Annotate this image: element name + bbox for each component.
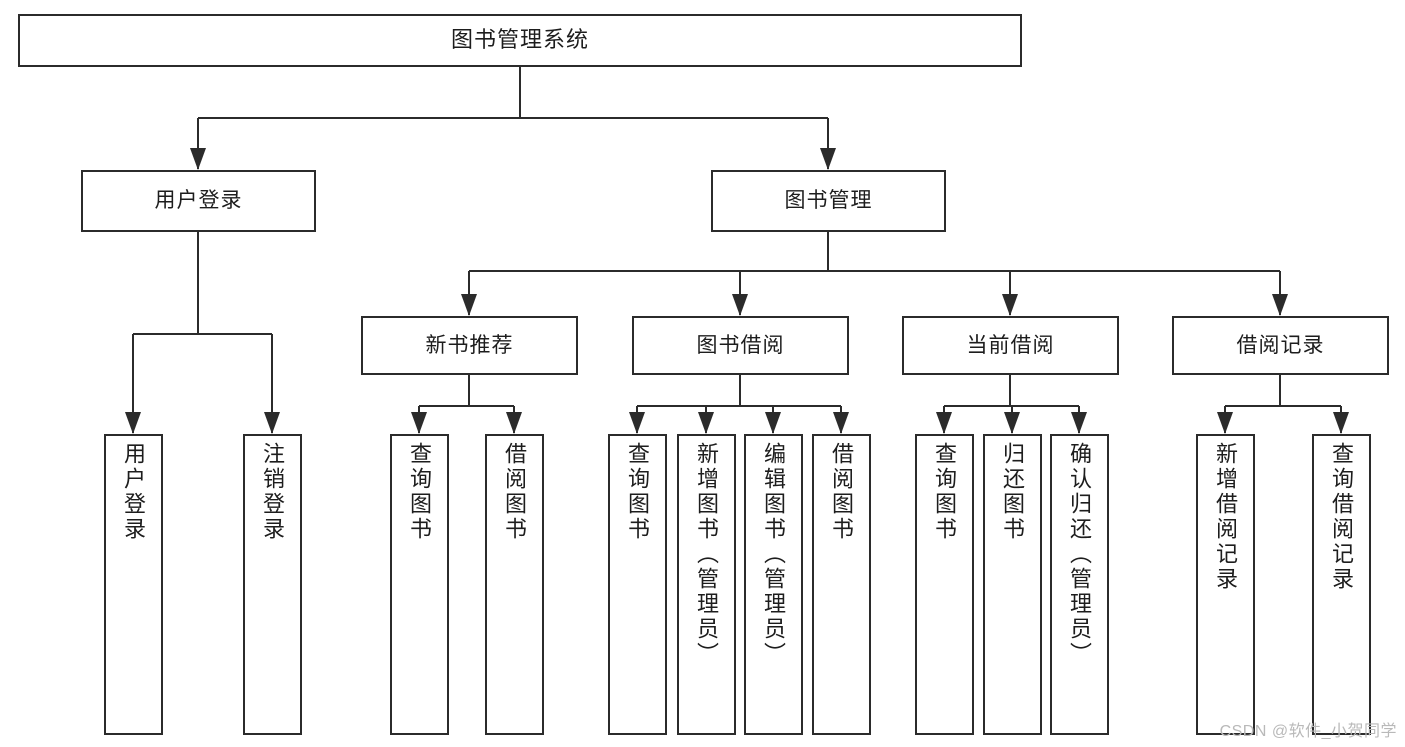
node-leaf-add-record[interactable]: 新增借阅记录 <box>1196 434 1255 735</box>
node-leaf-borrow-book-rec[interactable]: 借阅图书 <box>485 434 544 735</box>
conn-root-arrow-0 <box>190 148 206 170</box>
node-borrow-record[interactable]: 借阅记录 <box>1172 316 1389 375</box>
node-label: 查询图书 <box>625 442 651 542</box>
node-new-book-recommend[interactable]: 新书推荐 <box>361 316 578 375</box>
node-label: 借阅图书 <box>502 442 528 542</box>
node-leaf-query-book-borrow[interactable]: 查询图书 <box>608 434 667 735</box>
conn-book-borrow-arrow-3 <box>833 412 849 434</box>
node-label: 新增图书（管理员） <box>694 442 720 667</box>
conn-book-borrow-arrow-2 <box>765 412 781 434</box>
node-label: 借阅图书 <box>829 442 855 542</box>
node-book-borrow[interactable]: 图书借阅 <box>632 316 849 375</box>
node-label: 查询借阅记录 <box>1329 442 1355 592</box>
conn-current-borrow-arrow-2 <box>1071 412 1087 434</box>
node-root[interactable]: 图书管理系统 <box>18 14 1022 67</box>
node-label: 图书管理 <box>784 189 873 213</box>
node-leaf-user-login[interactable]: 用户登录 <box>104 434 163 735</box>
conn-user-login-arrow-1 <box>264 412 280 434</box>
node-label: 用户登录 <box>154 189 243 213</box>
conn-current-borrow-arrow-0 <box>936 412 952 434</box>
conn-book-management-arrow-3 <box>1272 294 1288 316</box>
conn-user-login-arrow-0 <box>125 412 141 434</box>
node-book-management[interactable]: 图书管理 <box>711 170 946 232</box>
node-label: 图书管理系统 <box>450 27 589 53</box>
conn-book-management-arrow-2 <box>1002 294 1018 316</box>
conn-new-book-recommend-arrow-1 <box>506 412 522 434</box>
node-label: 查询图书 <box>932 442 958 542</box>
node-leaf-query-book-rec[interactable]: 查询图书 <box>390 434 449 735</box>
conn-book-borrow-arrow-1 <box>698 412 714 434</box>
node-leaf-confirm-return[interactable]: 确认归还（管理员） <box>1050 434 1109 735</box>
node-label: 用户登录 <box>121 442 147 542</box>
conn-book-management-arrow-0 <box>461 294 477 316</box>
node-leaf-edit-book[interactable]: 编辑图书（管理员） <box>744 434 803 735</box>
node-label: 借阅记录 <box>1236 333 1325 357</box>
node-label: 新增借阅记录 <box>1213 442 1239 592</box>
node-leaf-borrow-book[interactable]: 借阅图书 <box>812 434 871 735</box>
node-user-login[interactable]: 用户登录 <box>81 170 316 232</box>
node-label: 当前借阅 <box>966 333 1055 357</box>
node-leaf-add-book[interactable]: 新增图书（管理员） <box>677 434 736 735</box>
node-leaf-query-record[interactable]: 查询借阅记录 <box>1312 434 1371 735</box>
node-label: 注销登录 <box>260 442 286 542</box>
node-label: 编辑图书（管理员） <box>761 442 787 667</box>
node-label: 图书借阅 <box>696 333 785 357</box>
node-leaf-query-book-current[interactable]: 查询图书 <box>915 434 974 735</box>
node-label: 新书推荐 <box>425 333 514 357</box>
node-label: 归还图书 <box>1000 442 1026 542</box>
node-leaf-logout[interactable]: 注销登录 <box>243 434 302 735</box>
watermark-label: CSDN @软件_小贺同学 <box>1219 723 1397 740</box>
conn-book-management-arrow-1 <box>732 294 748 316</box>
node-leaf-return-book[interactable]: 归还图书 <box>983 434 1042 735</box>
conn-borrow-record-arrow-1 <box>1333 412 1349 434</box>
node-label: 查询图书 <box>407 442 433 542</box>
conn-book-borrow-arrow-0 <box>629 412 645 434</box>
conn-new-book-recommend-arrow-0 <box>411 412 427 434</box>
node-label: 确认归还（管理员） <box>1067 442 1093 667</box>
conn-root-arrow-1 <box>820 148 836 170</box>
conn-borrow-record-arrow-0 <box>1217 412 1233 434</box>
conn-current-borrow-arrow-1 <box>1004 412 1020 434</box>
node-current-borrow[interactable]: 当前借阅 <box>902 316 1119 375</box>
